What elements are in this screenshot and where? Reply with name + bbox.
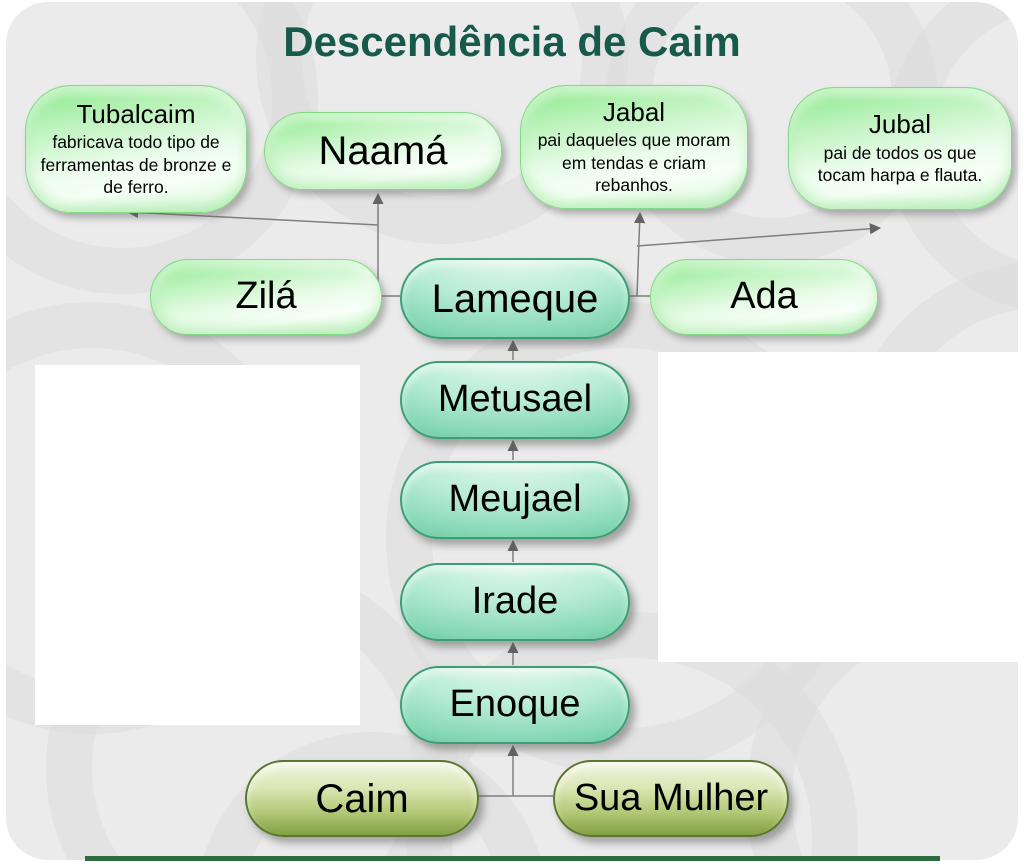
node-name: Zilá: [235, 275, 297, 318]
node-name: Sua Mulher: [573, 776, 769, 819]
node-lameque: Lameque: [400, 258, 630, 339]
node-name: Caim: [315, 776, 409, 821]
node-name: Tubalcaim: [76, 98, 196, 129]
node-name: Jabal: [602, 96, 666, 127]
node-enoque: Enoque: [400, 666, 630, 744]
node-name: Meujael: [448, 478, 582, 521]
page-title: Descendência de Caim: [283, 18, 741, 65]
node-tubalcaim: Tubalcaim fabricava todo tipo de ferrame…: [25, 85, 247, 213]
node-name: Irade: [471, 580, 559, 623]
node-description: fabricava todo tipo de ferramentas de br…: [40, 132, 232, 197]
node-description: pai de todos os que tocam harpa e flauta…: [817, 142, 983, 186]
node-irade: Irade: [400, 563, 630, 641]
node-zila: Zilá: [150, 259, 382, 335]
white-patch-left: [35, 365, 360, 725]
node-name: Naamá: [318, 129, 448, 173]
node-name: Jubal: [868, 109, 932, 140]
node-name: Lameque: [431, 276, 599, 321]
node-metusael: Metusael: [400, 361, 630, 439]
node-jubal: Jubal pai de todos os que tocam harpa e …: [788, 87, 1012, 210]
node-meujael: Meujael: [400, 461, 630, 539]
node-name: Ada: [730, 275, 798, 318]
footer-accent-line: [85, 856, 940, 861]
node-caim: Caim: [245, 760, 479, 837]
node-name: Enoque: [449, 683, 581, 726]
node-sua-mulher: Sua Mulher: [553, 760, 789, 837]
node-name: Metusael: [437, 378, 593, 421]
node-ada: Ada: [650, 259, 878, 335]
white-patch-right: [658, 352, 1018, 662]
node-description: pai daqueles que moram em tendas e criam…: [537, 130, 731, 195]
node-jabal: Jabal pai daqueles que moram em tendas e…: [520, 85, 748, 209]
node-naama: Naamá: [264, 112, 502, 190]
